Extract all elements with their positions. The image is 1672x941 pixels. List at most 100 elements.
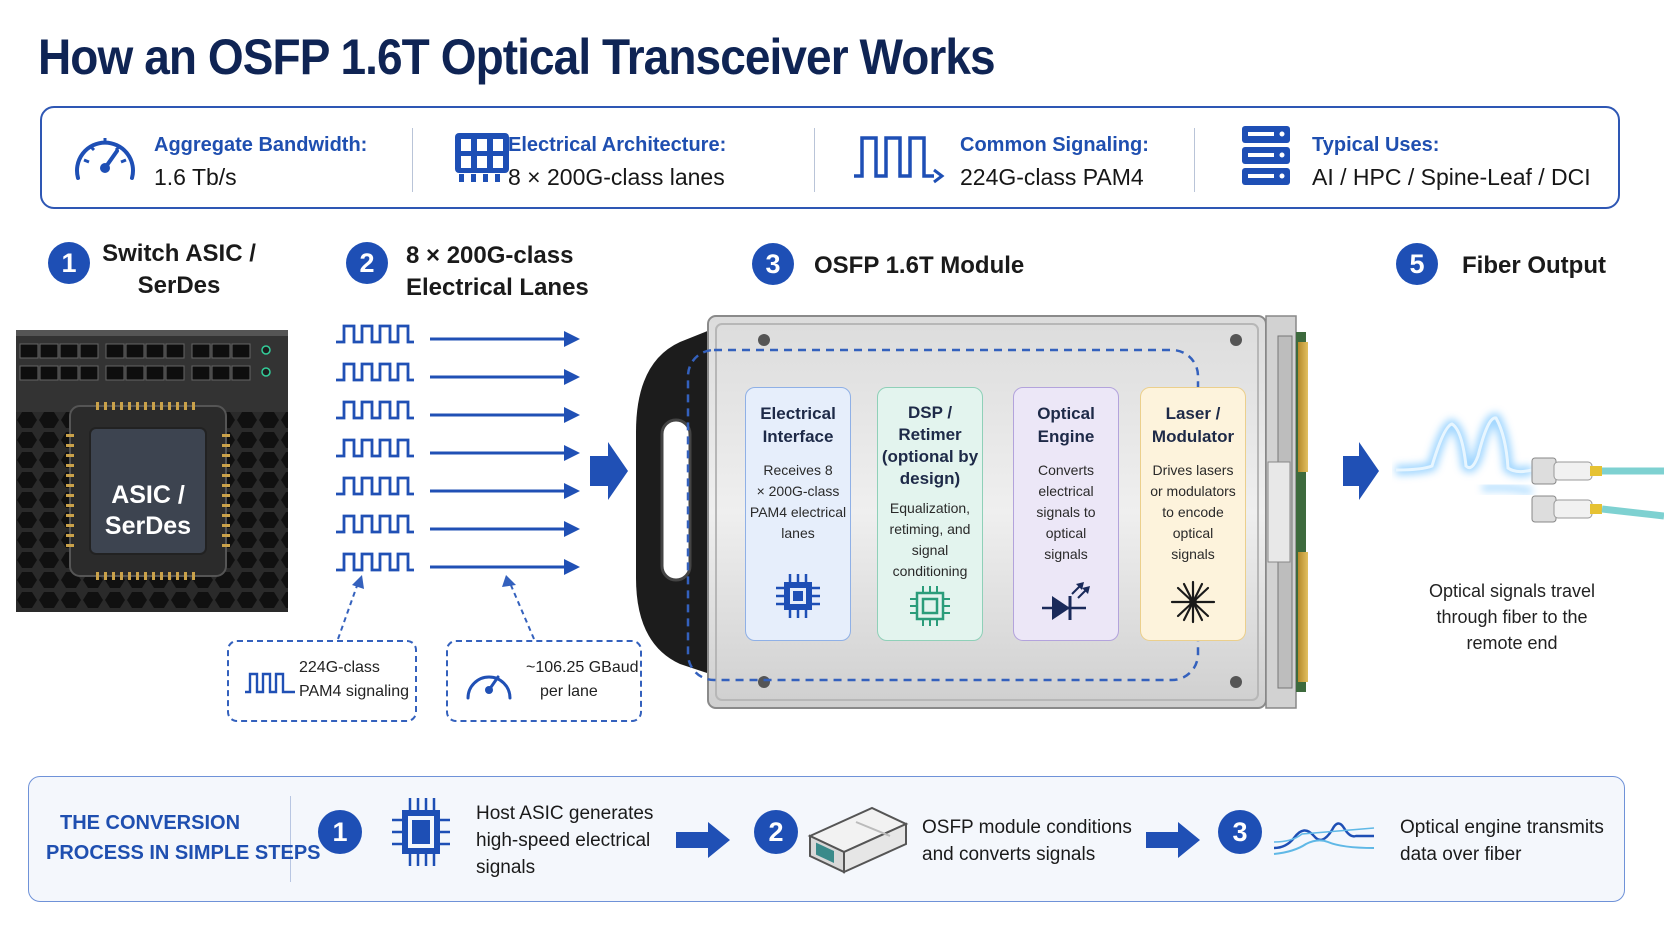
block-title: (optional by xyxy=(881,447,979,466)
note-line: ~106.25 GBaud xyxy=(526,659,639,676)
block-title: Modulator xyxy=(1151,427,1235,446)
fiber-caption: Optical signals travel through fiber to … xyxy=(1418,578,1606,656)
lane-2 xyxy=(334,362,582,387)
note-line: per lane xyxy=(540,683,598,700)
step-title-asic: Switch ASIC / SerDes xyxy=(100,238,258,302)
lane-grid-icon xyxy=(455,133,509,182)
laser-diode-icon xyxy=(1042,582,1090,620)
stat-uses: Typical Uses: AI / HPC / Spine-Leaf / DC… xyxy=(1238,108,1598,207)
block-desc: Drives lasers xyxy=(1152,462,1234,478)
stat-value: AI / HPC / Spine-Leaf / DCI xyxy=(1312,164,1591,190)
stat-architecture: Electrical Architecture: 8 × 200G-class … xyxy=(452,108,792,207)
arrow-to-fiber xyxy=(1343,442,1379,500)
lane-5 xyxy=(334,476,582,501)
server-rack-icon xyxy=(1242,126,1290,185)
lane-4 xyxy=(334,438,582,463)
stat-value: 224G-class PAM4 xyxy=(960,164,1144,190)
laser-burst-icon xyxy=(1170,580,1216,624)
dsp-chip-icon xyxy=(910,586,950,626)
lane-1 xyxy=(334,324,582,349)
block-desc: signals to xyxy=(1036,504,1096,520)
bottom-arrow xyxy=(676,822,730,858)
electrical-lanes xyxy=(334,324,582,577)
asic-chip-label: ASIC / SerDes xyxy=(90,480,206,542)
bottom-step-text: Optical engine transmits data over fiber xyxy=(1400,814,1604,868)
block-desc: signals xyxy=(1044,546,1088,562)
asic-chip-label-line: ASIC / xyxy=(111,481,185,509)
conversion-title: THE CONVERSION PROCESS IN SIMPLE STEPS xyxy=(46,808,321,868)
stat-signaling: Common Signaling: 224G-class PAM4 xyxy=(852,108,1202,207)
bottom-step-line: Host ASIC generates xyxy=(476,803,654,824)
stat-bandwidth: Aggregate Bandwidth: 1.6 Tb/s xyxy=(70,108,410,207)
switch-illustration xyxy=(16,330,288,612)
note-pointers xyxy=(337,575,535,640)
block-desc: optical xyxy=(1172,525,1214,541)
stat-label: Common Signaling: xyxy=(960,134,1149,156)
block-title: Engine xyxy=(1037,427,1095,446)
block-desc: × 200G-class xyxy=(756,483,840,499)
block-laser-modulator: Laser / Modulator Drives lasers or modula… xyxy=(1140,387,1246,641)
bottom-step-line: data over fiber xyxy=(1400,844,1522,865)
block-desc: Equalization, xyxy=(889,500,971,516)
fiber-caption-line: remote end xyxy=(1466,633,1558,653)
block-title: design) xyxy=(899,469,961,488)
page-title: How an OSFP 1.6T Optical Transceiver Wor… xyxy=(38,29,996,85)
block-desc: to encode xyxy=(1162,504,1224,520)
block-title: DSP / xyxy=(907,403,953,422)
block-desc: retiming, and xyxy=(889,521,971,537)
stat-label: Typical Uses: xyxy=(1312,134,1440,156)
bottom-step-text: OSFP module conditions and converts sign… xyxy=(922,814,1132,868)
step-title-lanes: 8 × 200G-class Electrical Lanes xyxy=(406,240,589,304)
bottom-arrow xyxy=(1146,822,1200,858)
stat-value: 8 × 200G-class lanes xyxy=(508,164,725,190)
note-pam4: 224G-class PAM4 signaling xyxy=(227,640,417,722)
block-desc: lanes xyxy=(781,525,815,541)
block-desc: signals xyxy=(1171,546,1215,562)
bottom-step-line: OSFP module conditions xyxy=(922,817,1132,838)
block-title: Electrical xyxy=(760,404,836,423)
bottom-step-text: Host ASIC generates high-speed electrica… xyxy=(476,800,653,881)
optical-wave-icon xyxy=(1273,822,1375,855)
block-dsp-retimer: DSP / Retimer (optional by design) Equal… xyxy=(877,387,983,641)
gauge-icon xyxy=(466,675,512,700)
pam4-wave-icon xyxy=(245,672,295,694)
bottom-step-badge: 3 xyxy=(1218,810,1262,854)
block-desc: or modulators xyxy=(1150,483,1236,499)
step-title-line: SerDes xyxy=(137,272,221,299)
fiber-caption-line: through fiber to the xyxy=(1436,607,1588,627)
block-desc: electrical xyxy=(1038,483,1094,499)
note-baud: ~106.25 GBaud per lane xyxy=(446,640,642,722)
block-title: Optical xyxy=(1037,404,1095,423)
stat-label: Aggregate Bandwidth: xyxy=(154,134,368,156)
lane-7 xyxy=(334,552,582,577)
block-title: Interface xyxy=(762,427,834,446)
block-desc: Receives 8 xyxy=(763,462,833,478)
block-desc: Converts xyxy=(1037,462,1095,478)
stat-label: Electrical Architecture: xyxy=(508,134,727,156)
pam4-wave-icon xyxy=(854,136,945,184)
step-title-module: OSFP 1.6T Module xyxy=(814,252,1025,279)
step-title-line: Electrical Lanes xyxy=(406,274,589,301)
note-line: PAM4 signaling xyxy=(299,683,409,700)
step-badge: 1 xyxy=(48,242,90,284)
specs-bar: Aggregate Bandwidth: 1.6 Tb/s Electrical… xyxy=(40,106,1620,209)
bottom-step-badge: 1 xyxy=(318,810,362,854)
bottom-step-badge: 2 xyxy=(754,810,798,854)
chip-icon xyxy=(776,574,820,618)
note-line: 224G-class xyxy=(299,659,380,676)
block-desc: conditioning xyxy=(892,563,968,579)
conversion-title-line: THE CONVERSION xyxy=(60,812,241,834)
step-title-line: Switch ASIC / xyxy=(102,240,256,267)
bottom-step-line: signals xyxy=(476,857,536,878)
block-desc: signal xyxy=(911,542,949,558)
arrow-into-module xyxy=(590,442,628,500)
block-desc: PAM4 electrical xyxy=(749,504,847,520)
bottom-step-line: high-speed electrical xyxy=(476,830,651,851)
bottom-step-line: Optical engine transmits xyxy=(1400,817,1604,838)
block-title: Laser / xyxy=(1165,404,1221,423)
fiber-output-illustration xyxy=(1395,413,1664,523)
chip-icon xyxy=(392,798,450,866)
fiber-caption-line: Optical signals travel xyxy=(1428,581,1596,601)
